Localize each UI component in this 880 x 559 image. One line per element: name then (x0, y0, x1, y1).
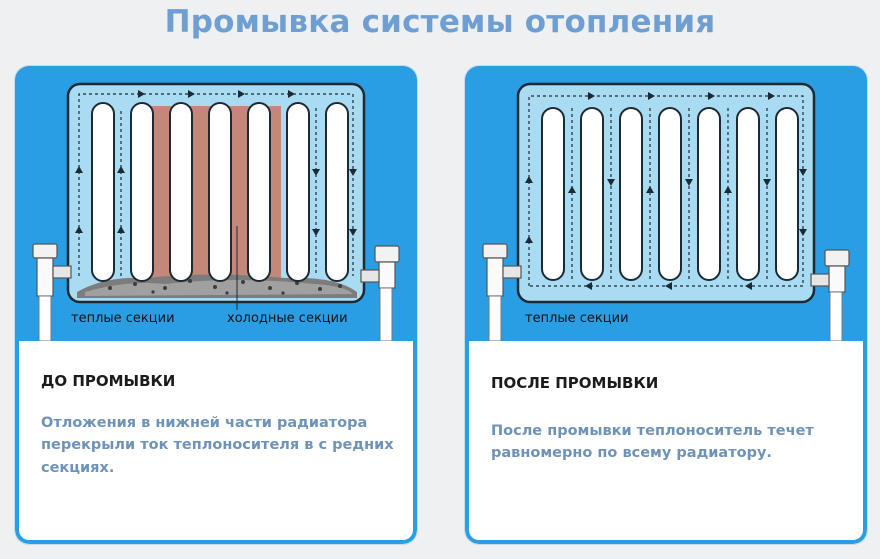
heading-before: ДО ПРОМЫВКИ (41, 372, 176, 390)
panel-after: теплые секции ПОСЛЕ ПРОМЫВКИ После промы… (465, 66, 867, 544)
flow-lines (78, 93, 354, 276)
radiator-fins (91, 102, 349, 282)
description-after: После промывки теплоноситель течет равно… (491, 423, 814, 462)
label-cold-sections: холодные секции (227, 311, 348, 326)
page-title: Промывка системы отопления (164, 4, 716, 40)
heading-after: ПОСЛЕ ПРОМЫВКИ (491, 374, 659, 392)
right-valve (360, 245, 400, 341)
radiator-fins (541, 107, 799, 281)
left-valve (32, 243, 72, 341)
right-valve (810, 249, 850, 341)
radiator-after-illustration (482, 82, 850, 341)
flow-arrows (75, 90, 357, 236)
left-valve (482, 243, 522, 341)
label-warm-sections: теплые секции (71, 311, 175, 326)
description-before: Отложения в нижней части радиатора перек… (41, 415, 394, 476)
flow-arrows (525, 92, 807, 290)
label-warm-sections: теплые секции (525, 311, 629, 326)
panel-after-text-area (465, 341, 867, 544)
radiator-before-illustration (32, 82, 400, 341)
flow-lines (528, 95, 804, 287)
panel-before: теплые секции холодные секции ДО ПРОМЫВК… (15, 66, 417, 544)
panel-before-text-area (15, 341, 417, 544)
